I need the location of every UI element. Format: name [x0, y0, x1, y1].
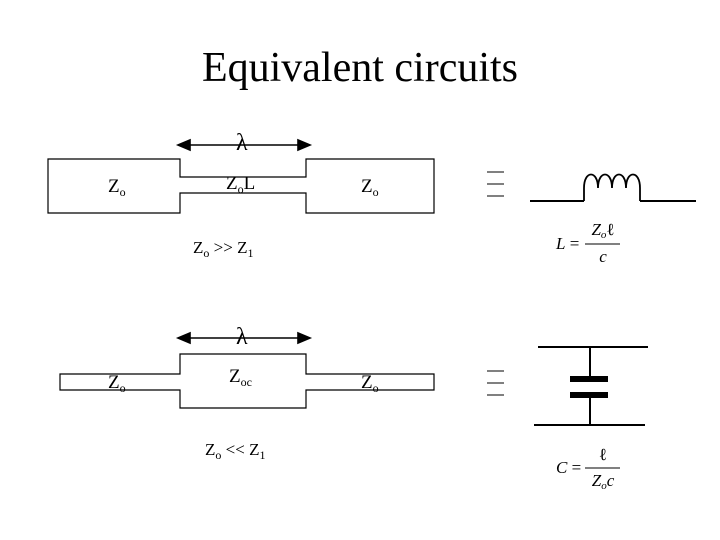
bottom-condition-label: Zo << Z1: [205, 440, 266, 462]
bottom-lambda-label: λ: [236, 324, 248, 350]
bottom-left-line-impedance: Zo: [108, 372, 126, 395]
bottom-right-line-impedance: Zo: [361, 372, 379, 395]
inductor-symbol: [530, 173, 696, 202]
top-equivalence-sign: [487, 171, 504, 197]
bottom-equivalence-sign: [487, 370, 504, 396]
slide-title: Equivalent circuits: [201, 45, 519, 91]
top-section-impedance: ZoL: [226, 173, 256, 196]
bottom-transmission-line: [59, 353, 435, 409]
bottom-section-impedance: Zoc: [229, 366, 252, 389]
capacitor-symbol: [534, 346, 648, 426]
top-transmission-line: [47, 158, 435, 214]
bottom-wavelength-arrow: [175, 331, 313, 345]
top-wavelength-arrow: [175, 138, 313, 152]
top-right-line-impedance: Zo: [361, 176, 379, 199]
top-condition-label: Zo >> Z1: [193, 238, 254, 260]
top-left-line-impedance: Zo: [108, 176, 126, 199]
top-lambda-label: λ: [236, 130, 248, 156]
